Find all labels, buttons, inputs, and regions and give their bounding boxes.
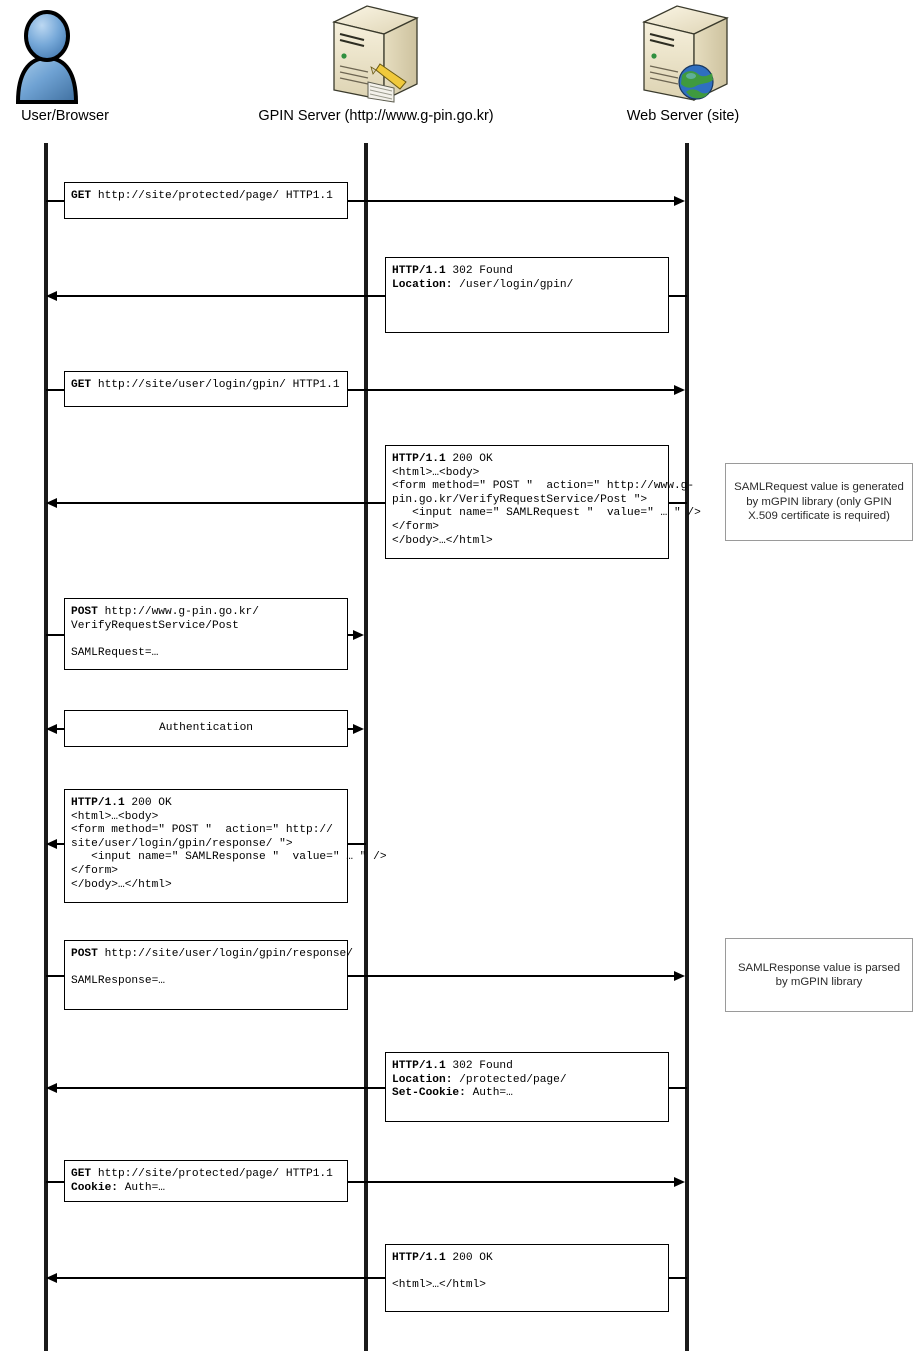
server-globe-icon	[642, 5, 729, 102]
message-box-authentication[interactable]: Authentication	[64, 710, 348, 747]
user-avatar-icon	[15, 10, 79, 104]
message-box-post-verifyrequestservice[interactable]: POST http://www.g-pin.go.kr/ VerifyReque…	[64, 598, 348, 670]
lifeline-web-server	[685, 143, 689, 1351]
message-box-get-protected-page-with-cookie[interactable]: GET http://site/protected/page/ HTTP1.1 …	[64, 1160, 348, 1202]
message-box-302-found-login-gpin[interactable]: HTTP/1.1 302 Found Location: /user/login…	[385, 257, 669, 333]
message-text: GET http://site/protected/page/ HTTP1.1	[71, 190, 333, 202]
lifeline-user	[44, 143, 48, 1351]
message-box-200-ok-samlrequest-form[interactable]: HTTP/1.1 200 OK <html>…<body> <form meth…	[385, 445, 701, 559]
note-samlrequest-generated: SAMLRequest value is generated by mGPIN …	[725, 463, 913, 541]
actor-label-web-server: Web Server (site)	[626, 108, 740, 124]
message-text: HTTP/1.1 302 Found Location: /user/login…	[392, 265, 574, 291]
actor-gpin-server	[324, 4, 428, 108]
message-text: HTTP/1.1 200 OK <html>…<body> <form meth…	[71, 797, 387, 891]
message-text: Authentication	[159, 721, 253, 734]
message-box-200-ok-final-html[interactable]: HTTP/1.1 200 OK <html>…</html>	[385, 1244, 669, 1312]
actor-label-gpin-server: GPIN Server (http://www.g-pin.go.kr)	[258, 108, 494, 124]
lifeline-gpin-server	[364, 143, 368, 1351]
server-pen-icon	[332, 5, 419, 103]
message-box-post-login-gpin-response[interactable]: POST http://site/user/login/gpin/respons…	[64, 940, 353, 1010]
message-box-302-found-set-cookie[interactable]: HTTP/1.1 302 Found Location: /protected/…	[385, 1052, 669, 1122]
message-text: GET http://site/user/login/gpin/ HTTP1.1	[71, 379, 340, 391]
globe-icon	[678, 64, 714, 100]
message-text: HTTP/1.1 302 Found Location: /protected/…	[392, 1060, 567, 1100]
note-samlresponse-parsed: SAMLResponse value is parsed by mGPIN li…	[725, 938, 913, 1012]
message-box-get-protected-page[interactable]: GET http://site/protected/page/ HTTP1.1	[64, 182, 348, 219]
message-text: POST http://www.g-pin.go.kr/ VerifyReque…	[71, 606, 259, 659]
actor-user-browser	[8, 8, 86, 104]
actor-label-user-browser: User/Browser	[21, 108, 109, 124]
message-text: GET http://site/protected/page/ HTTP1.1 …	[71, 1168, 333, 1194]
message-text: HTTP/1.1 200 OK <html>…<body> <form meth…	[392, 453, 701, 547]
message-box-200-ok-samlresponse-form[interactable]: HTTP/1.1 200 OK <html>…<body> <form meth…	[64, 789, 387, 903]
message-box-get-login-gpin[interactable]: GET http://site/user/login/gpin/ HTTP1.1	[64, 371, 348, 407]
message-text: HTTP/1.1 200 OK <html>…</html>	[392, 1252, 493, 1292]
message-text: POST http://site/user/login/gpin/respons…	[71, 948, 353, 988]
actor-web-server	[634, 4, 738, 108]
